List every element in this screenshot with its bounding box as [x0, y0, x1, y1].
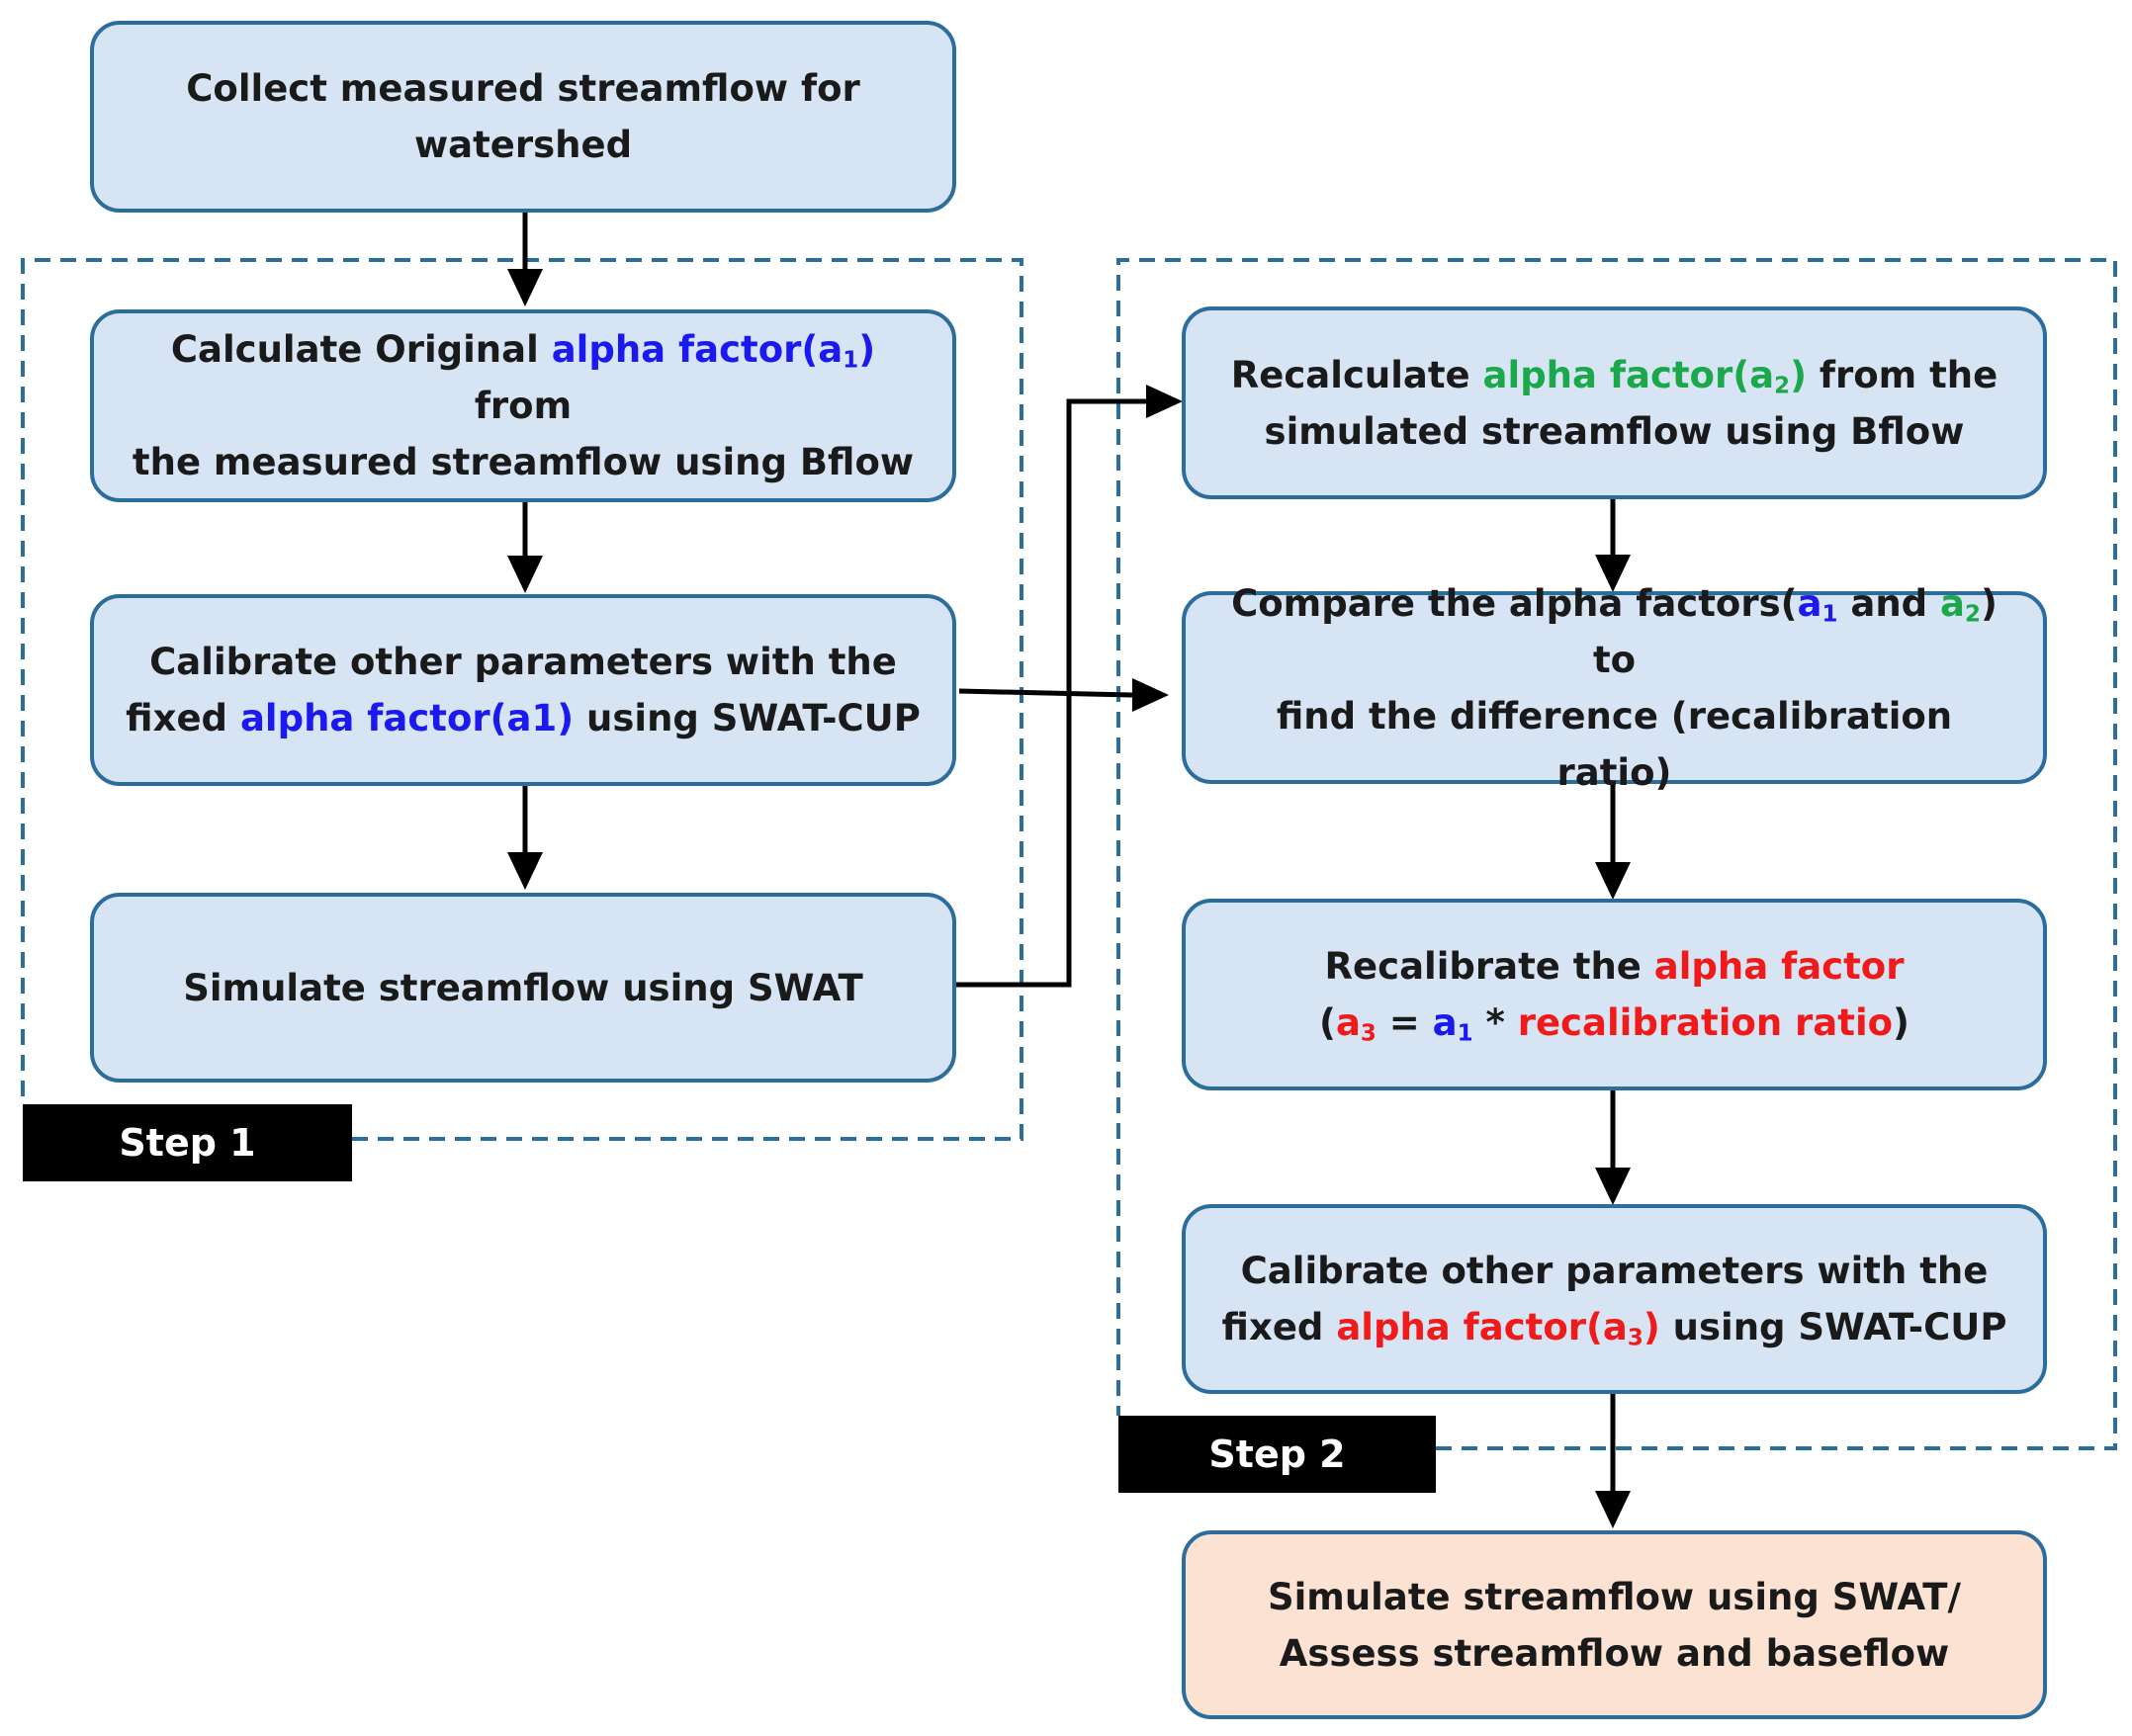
- arrowhead-calibrate-a3-to-final: [1595, 1491, 1631, 1528]
- final-line1: Simulate streamflow using SWAT/: [1267, 1575, 1962, 1618]
- calculate-alpha-text: alpha factor(a: [551, 328, 844, 371]
- compare-a1-term: a1: [1797, 581, 1838, 628]
- node-recalculate-alpha: Recalculate alpha factor(a2) from the si…: [1182, 306, 2047, 499]
- node-compare-alpha-factors: Compare the alpha factors(a1 and a2) to …: [1182, 582, 2047, 794]
- arrowhead-calibrate-to-simulate: [507, 852, 543, 890]
- node-simulate-assess-final: Simulate streamflow using SWAT/ Assess s…: [1182, 1530, 2047, 1719]
- node-calibrate-with-a3: Calibrate other parameters with the fixe…: [1182, 1204, 2047, 1394]
- calibrate-a3-suffix: using SWAT-CUP: [1659, 1306, 2007, 1348]
- calibrate-a1-line1: Calibrate other parameters with the: [149, 641, 897, 683]
- recalibrate-ratio-term: recalibration ratio: [1517, 1001, 1894, 1044]
- recalculate-alpha-close: ): [1790, 353, 1807, 396]
- recalculate-line2: simulated streamflow using Bflow: [1264, 409, 1965, 453]
- node-recalibrate-alpha: Recalibrate the alpha factor (a3 = a1 * …: [1182, 899, 2047, 1090]
- recalibrate-open: (: [1319, 1001, 1336, 1044]
- node-recalibrate-text: Recalibrate the alpha factor (a3 = a1 * …: [1319, 938, 1910, 1051]
- calculate-alpha-close: ): [858, 328, 876, 371]
- compare-a1-text: a: [1797, 581, 1822, 625]
- step1-group-frame: [21, 258, 1023, 1141]
- arrowhead-collect-to-calculate: [507, 269, 543, 306]
- arrowhead-simulate-to-recalculate: [1146, 385, 1183, 418]
- compare-a1-subscript: 1: [1821, 601, 1838, 628]
- collect-line1: Collect measured streamflow for: [186, 67, 860, 110]
- final-line2: Assess streamflow and baseflow: [1279, 1631, 1950, 1675]
- calibrate-a3-alpha-text: alpha factor(a: [1336, 1306, 1628, 1348]
- recalibrate-close: ): [1893, 1001, 1910, 1044]
- node-calibrate-with-a1: Calibrate other parameters with the fixe…: [90, 594, 956, 786]
- node-recalculate-text: Recalculate alpha factor(a2) from the si…: [1231, 347, 1998, 460]
- recalculate-alpha-subscript: 2: [1774, 373, 1791, 399]
- calibrate-a3-prefix: fixed: [1221, 1306, 1337, 1348]
- recalibrate-a3-term: a3: [1335, 1001, 1377, 1047]
- step2-label: Step 2: [1118, 1416, 1436, 1493]
- node-simulate-streamflow-swat: Simulate streamflow using SWAT: [90, 893, 956, 1083]
- recalibrate-a1-subscript: 1: [1457, 1020, 1473, 1047]
- node-calibrate-a3-text: Calibrate other parameters with the fixe…: [1222, 1243, 2007, 1355]
- recalibrate-times: *: [1472, 1001, 1518, 1044]
- arrowhead-recalibrate-to-calibrate-a3: [1595, 1168, 1631, 1205]
- arrowhead-calibrate-to-compare: [1132, 678, 1169, 712]
- simulate-swat-text: Simulate streamflow using SWAT: [183, 966, 863, 1009]
- collect-line2: watershed: [413, 124, 633, 166]
- calibrate-a3-line1: Calibrate other parameters with the: [1240, 1250, 1989, 1292]
- node-calibrate-a1-text: Calibrate other parameters with the fixe…: [126, 634, 921, 746]
- calibrate-a1-alpha-term: alpha factor(a1): [239, 697, 575, 739]
- node-collect-measured-streamflow: Collect measured streamflow for watershe…: [90, 21, 956, 213]
- recalculate-prefix: Recalculate: [1230, 353, 1483, 396]
- node-final-text: Simulate streamflow using SWAT/ Assess s…: [1268, 1569, 1961, 1682]
- calculate-alpha-subscript: 1: [843, 347, 859, 374]
- calculate-suffix: from: [474, 385, 573, 427]
- recalculate-alpha-term: alpha factor(a2): [1482, 353, 1807, 399]
- compare-line2: find the difference (recalibration ratio…: [1276, 694, 1953, 794]
- recalibrate-a1-term: a1: [1432, 1001, 1473, 1047]
- calibrate-a1-suffix: using SWAT-CUP: [574, 697, 921, 739]
- step2-group-frame: [1116, 258, 2117, 1450]
- recalibrate-prefix: Recalibrate the: [1324, 945, 1654, 988]
- recalculate-suffix: from the: [1807, 353, 1999, 396]
- node-collect-text: Collect measured streamflow for watershe…: [186, 60, 859, 173]
- compare-a2-term: a2: [1940, 581, 1981, 628]
- compare-and: and: [1837, 581, 1941, 625]
- recalibrate-a3-subscript: 3: [1360, 1020, 1377, 1047]
- arrowhead-calculate-to-calibrate: [507, 556, 543, 593]
- calibrate-a1-prefix: fixed: [126, 697, 240, 739]
- recalculate-alpha-text: alpha factor(a: [1482, 353, 1775, 396]
- recalibrate-equals: =: [1376, 1001, 1433, 1044]
- node-calculate-original-text: Calculate Original alpha factor(a1) from…: [124, 321, 923, 490]
- recalibrate-a3-text: a: [1335, 1001, 1361, 1044]
- recalibrate-a1-text: a: [1432, 1001, 1458, 1044]
- node-calculate-original-alpha: Calculate Original alpha factor(a1) from…: [90, 309, 956, 502]
- compare-a2-subscript: 2: [1965, 601, 1981, 628]
- compare-prefix: Compare the alpha factors(: [1231, 581, 1798, 625]
- calibrate-a3-alpha-term: alpha factor(a3): [1336, 1306, 1660, 1351]
- calculate-alpha-term: alpha factor(a1): [551, 328, 876, 374]
- calculate-prefix: Calculate Original: [170, 328, 552, 371]
- compare-suffix: ) to: [1592, 581, 1998, 681]
- node-compare-text: Compare the alpha factors(a1 and a2) to …: [1215, 575, 2013, 801]
- arrow-calibrate-to-compare: [958, 688, 1133, 698]
- arrowhead-compare-to-recalibrate: [1595, 862, 1631, 900]
- arrowhead-recalculate-to-compare: [1595, 555, 1631, 592]
- compare-a2-text: a: [1940, 581, 1965, 625]
- calibrate-a3-alpha-subscript: 3: [1627, 1325, 1643, 1351]
- calculate-line2: the measured streamflow using Bflow: [132, 441, 915, 483]
- step1-label: Step 1: [23, 1104, 352, 1181]
- recalibrate-alpha-term: alpha factor: [1653, 945, 1905, 988]
- calibrate-a3-alpha-close: ): [1643, 1306, 1660, 1348]
